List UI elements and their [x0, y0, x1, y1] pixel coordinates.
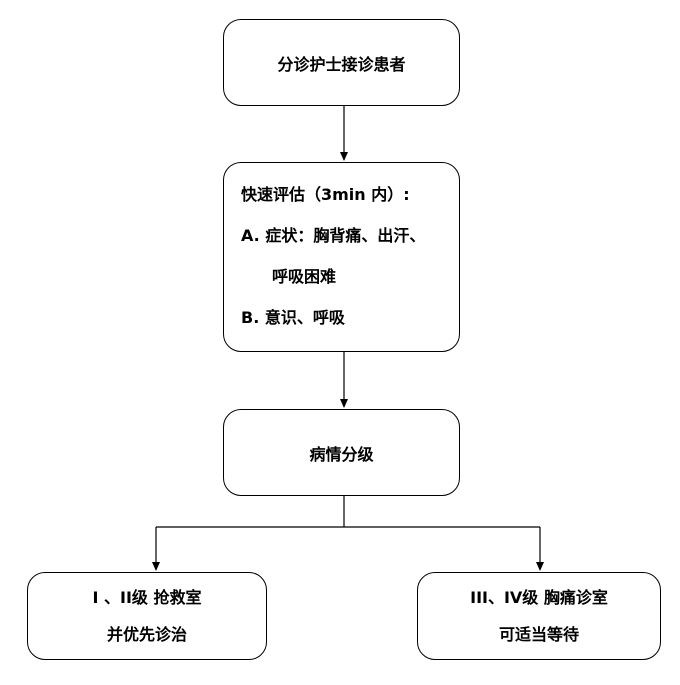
assessment-item-a: A. 症状：胸背痛、出汗、: [241, 226, 426, 245]
rescue-room-line2: 并优先诊治: [106, 625, 187, 644]
rescue-room-line1: I 、II级 抢救室: [92, 588, 202, 607]
node-reception: 分诊护士接诊患者: [223, 19, 460, 106]
assessment-title: 快速评估（3min 内）:: [241, 185, 410, 204]
chest-pain-clinic-line2: 可适当等待: [498, 625, 579, 644]
assessment-item-b: B. 意识、呼吸: [241, 308, 345, 327]
node-assessment: 快速评估（3min 内）: A. 症状：胸背痛、出汗、 呼吸困难 B. 意识、呼…: [223, 162, 460, 352]
node-rescue-room: I 、II级 抢救室 并优先诊治: [27, 572, 267, 660]
node-chest-pain-clinic: III、IV级 胸痛诊室 可适当等待: [417, 572, 661, 660]
node-reception-text: 分诊护士接诊患者: [277, 54, 406, 74]
chest-pain-clinic-line1: III、IV级 胸痛诊室: [470, 588, 608, 607]
node-grading: 病情分级: [223, 409, 460, 496]
assessment-item-a-continued: 呼吸困难: [272, 267, 337, 286]
node-grading-text: 病情分级: [309, 444, 374, 464]
